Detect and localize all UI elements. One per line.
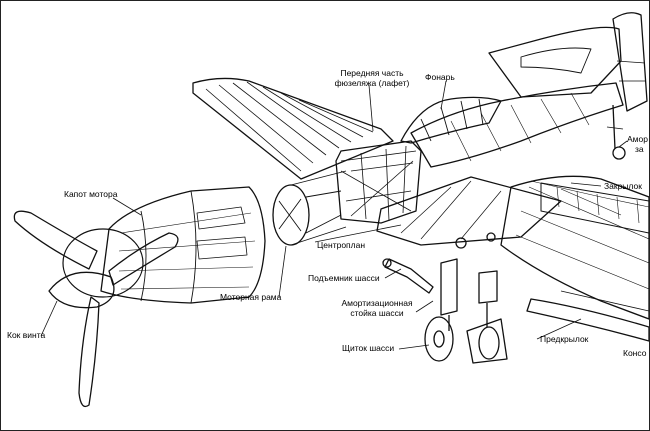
engine-mount <box>272 170 347 246</box>
label-flap: Закрылок <box>604 181 642 191</box>
label-console-partial: Консо <box>623 348 647 358</box>
gear-retractor <box>382 258 434 294</box>
label-spinner: Кок винта <box>7 330 46 340</box>
vertical-tail <box>488 12 648 112</box>
engine-cowling <box>100 186 266 304</box>
label-front-fuselage: Передняя часть фюзеляжа (лафет) <box>322 68 422 88</box>
label-shock-strut-line2: стойка шасси <box>350 308 404 318</box>
propeller <box>13 210 179 408</box>
label-engine-mount: Моторная рама <box>220 292 282 302</box>
label-front-fuselage-line1: Передняя часть <box>340 68 404 78</box>
rear-fuselage <box>410 82 624 168</box>
label-shock-strut-line1: Амортизационная <box>341 298 413 308</box>
label-tailwheel-partial-line2: за <box>635 144 644 154</box>
label-center-section: Центроплан <box>317 240 366 250</box>
label-engine-cowling: Капот мотора <box>64 189 118 199</box>
label-gear-door: Щиток шасси <box>342 343 395 353</box>
label-tailwheel-partial: Амор за <box>627 134 648 154</box>
main-gear-left <box>424 258 458 362</box>
left-wing <box>192 77 394 180</box>
label-front-fuselage-line2: фюзеляжа (лафет) <box>334 78 410 88</box>
label-slat: Предкрылок <box>540 334 589 344</box>
canopy <box>400 96 502 144</box>
leader-lines <box>40 80 628 350</box>
tailwheel-strut <box>606 104 626 160</box>
label-tailwheel-partial-line1: Амор <box>627 134 648 144</box>
center-section <box>376 176 562 249</box>
label-shock-strut: Амортизационная стойка шасси <box>335 298 419 318</box>
label-gear-retractor: Подъемник шасси <box>308 273 380 283</box>
main-gear-right <box>466 270 508 364</box>
right-wing <box>500 175 649 320</box>
front-fuselage-frame <box>335 140 422 224</box>
slat <box>526 290 649 342</box>
label-canopy: Фонарь <box>425 72 455 82</box>
